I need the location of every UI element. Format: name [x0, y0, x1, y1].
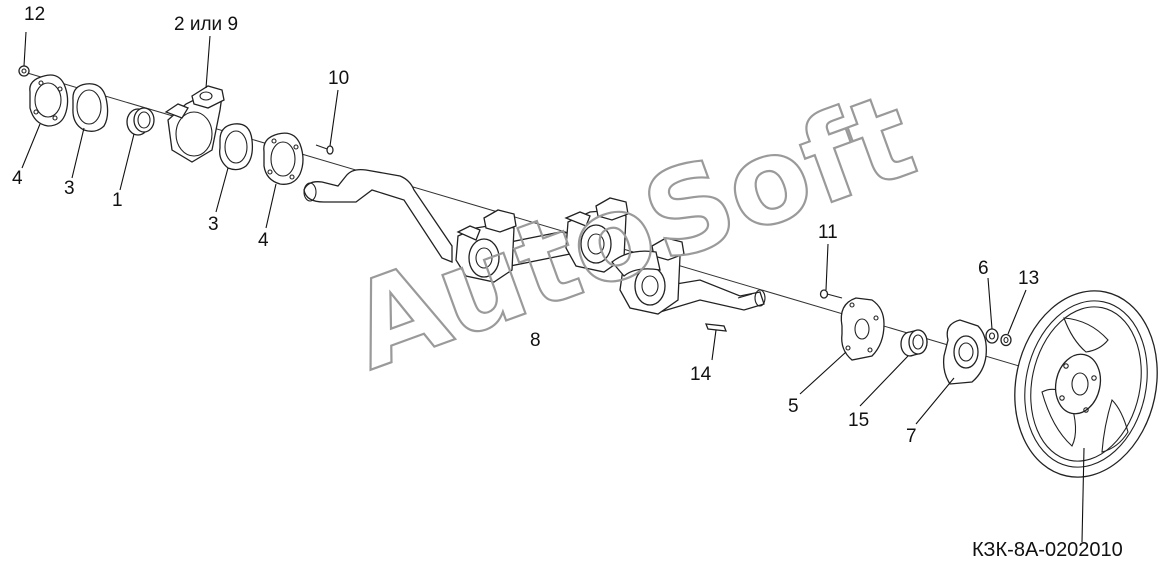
callout-5: 5 — [788, 396, 799, 417]
callout-4-right: 4 — [258, 230, 269, 251]
callout-2-or-9: 2 или 9 — [174, 14, 238, 35]
part-14-key — [704, 323, 728, 332]
shaft-bearing-housing-1 — [455, 209, 517, 283]
callout-4-left: 4 — [12, 168, 23, 189]
part-5-flange — [840, 297, 885, 361]
part-3-gasket-left — [72, 83, 109, 132]
callout-13: 13 — [1018, 268, 1039, 289]
pulley-wheel — [1014, 290, 1158, 478]
watermark-text: AutoSoft — [332, 66, 930, 396]
part-12-nut — [18, 65, 30, 77]
callout-labels: 12 2 или 9 10 4 3 1 3 4 11 6 13 8 14 5 1… — [12, 4, 1039, 447]
callout-14: 14 — [690, 364, 712, 385]
watermark: AutoSoft — [331, 65, 932, 398]
callout-1: 1 — [112, 190, 123, 211]
part-2-or-9-housing — [164, 85, 225, 163]
callout-6: 6 — [978, 258, 989, 279]
callout-7: 7 — [906, 426, 917, 447]
part-10-bolt — [315, 144, 334, 155]
part-4-flange-right — [263, 132, 304, 185]
part-6-washer — [985, 328, 999, 344]
part-15-bushing — [900, 329, 928, 357]
callout-10: 10 — [328, 68, 349, 89]
shaft-bearing-housing-2 — [564, 197, 629, 273]
callout-11: 11 — [818, 222, 838, 243]
callout-3-left: 3 — [64, 178, 75, 199]
part-11-bolt — [819, 289, 843, 299]
leader-lines — [21, 31, 1085, 543]
callout-12: 12 — [24, 4, 45, 25]
part-13-nut — [1000, 333, 1012, 347]
part-4-flange-left — [29, 74, 69, 127]
callout-8: 8 — [530, 330, 541, 351]
part-7-flange-housing — [942, 319, 987, 385]
shaft-bearing-housing-3 — [611, 237, 685, 315]
drawing-code: КЗК-8А-0202010 — [972, 539, 1123, 561]
part-1-bearing — [126, 107, 155, 136]
callout-15: 15 — [848, 410, 869, 431]
callout-3-right: 3 — [208, 214, 219, 235]
part-3-gasket-right — [219, 123, 254, 171]
